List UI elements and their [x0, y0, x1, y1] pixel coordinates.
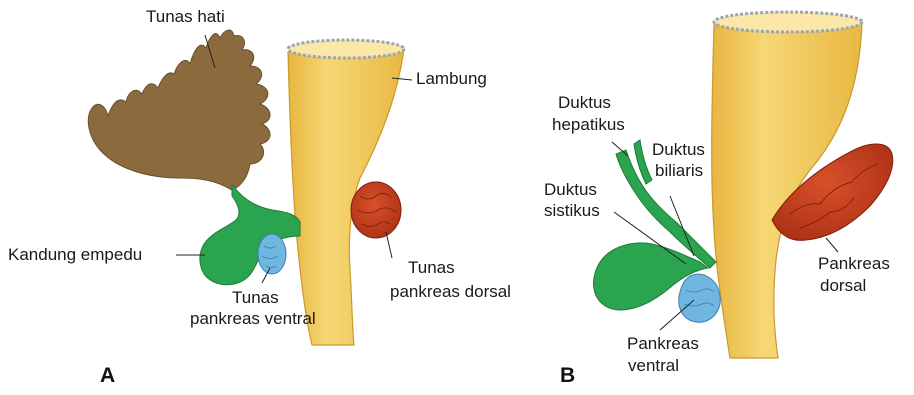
- label-hepatic-duct-line1: Duktus: [558, 93, 611, 113]
- label-dorsal-bud-line1: Tunas: [408, 258, 455, 278]
- label-cystic-duct-line1: Duktus: [544, 180, 597, 200]
- label-gallbladder: Kandung empedu: [8, 245, 142, 265]
- liver-bud: [88, 30, 270, 190]
- gallbladder-a: [200, 184, 300, 285]
- label-hepatic-duct-line2: hepatikus: [552, 115, 625, 135]
- panel-label-a: A: [100, 364, 115, 388]
- panel-label-b: B: [560, 364, 575, 388]
- label-dorsal-bud-line2: pankreas dorsal: [390, 282, 511, 302]
- label-ventral-pancreas-line1: Pankreas: [627, 334, 699, 354]
- label-liver-bud: Tunas hati: [146, 7, 225, 27]
- ventral-pancreas-bud-a: [258, 234, 286, 274]
- label-stomach: Lambung: [416, 69, 487, 89]
- label-bile-duct-line2: biliaris: [655, 161, 703, 181]
- label-ventral-pancreas-line2: ventral: [628, 356, 679, 376]
- label-bile-duct-line1: Duktus: [652, 140, 705, 160]
- stomach-opening-b: [714, 12, 862, 32]
- label-cystic-duct-line2: sistikus: [544, 201, 600, 221]
- label-dorsal-pancreas-line1: Pankreas: [818, 254, 890, 274]
- panel-b-artwork: [593, 12, 892, 358]
- label-dorsal-pancreas-line2: dorsal: [820, 276, 866, 296]
- label-ventral-bud-line2: pankreas ventral: [190, 309, 316, 329]
- label-ventral-bud-line1: Tunas: [232, 288, 279, 308]
- ventral-pancreas-b: [679, 274, 720, 322]
- stomach-opening-a: [288, 40, 404, 58]
